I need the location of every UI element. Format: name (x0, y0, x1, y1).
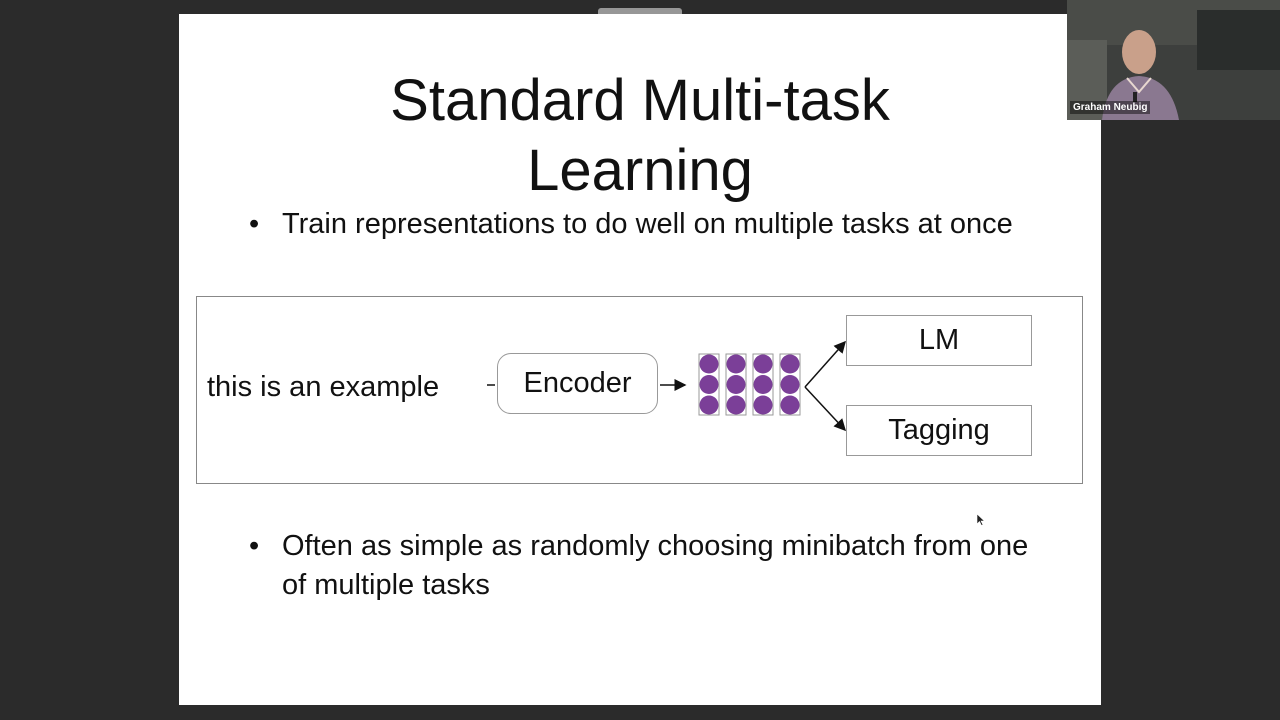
presenter-video-image (1067, 0, 1280, 120)
lm-branch-arrow (804, 340, 846, 388)
vector-column (752, 353, 774, 416)
presenter-video-tile[interactable]: Graham Neubig (1067, 0, 1280, 120)
multitask-diagram: this is an example Encoder LM Tagging (196, 296, 1083, 484)
vector-cell (753, 395, 773, 415)
vector-cell (699, 375, 719, 394)
diagram-connectors (487, 340, 847, 432)
bullet-item: • Often as simple as randomly choosing m… (249, 527, 1049, 607)
bullet-text: Train representations to do well on mult… (282, 208, 1013, 240)
encoder-box: Encoder (497, 353, 658, 414)
tagging-branch-arrow (804, 386, 847, 432)
vector-column (779, 353, 801, 416)
task-box-tagging: Tagging (846, 405, 1032, 456)
vector-cell (699, 354, 719, 374)
task-box-lm: LM (846, 315, 1032, 366)
vector-cell (726, 395, 746, 415)
mouse-cursor-icon (977, 514, 985, 526)
bullet-dot: • (249, 208, 260, 240)
vector-cell (780, 354, 800, 374)
vector-cell (780, 375, 800, 394)
vector-cell (726, 354, 746, 374)
vector-column (725, 353, 747, 416)
vector-cell (780, 395, 800, 415)
vector-column (698, 353, 720, 416)
vector-cell (753, 375, 773, 394)
bullet-item: • Train representations to do well on mu… (249, 205, 1049, 285)
slide-title: Standard Multi-task Learning (179, 66, 1101, 206)
slide-title-line-2: Learning (527, 138, 753, 203)
vector-cell (753, 354, 773, 374)
bullet-text: Often as simple as randomly choosing min… (282, 530, 1029, 601)
slide-title-line-1: Standard Multi-task (390, 68, 890, 133)
presentation-slide: Standard Multi-task Learning • Train rep… (179, 14, 1101, 705)
hidden-vectors (698, 353, 801, 416)
vector-cell (726, 375, 746, 394)
vector-cell (699, 395, 719, 415)
bullet-dot: • (249, 530, 260, 562)
presenter-name-label: Graham Neubig (1070, 101, 1151, 114)
input-sentence: this is an example (207, 371, 440, 403)
